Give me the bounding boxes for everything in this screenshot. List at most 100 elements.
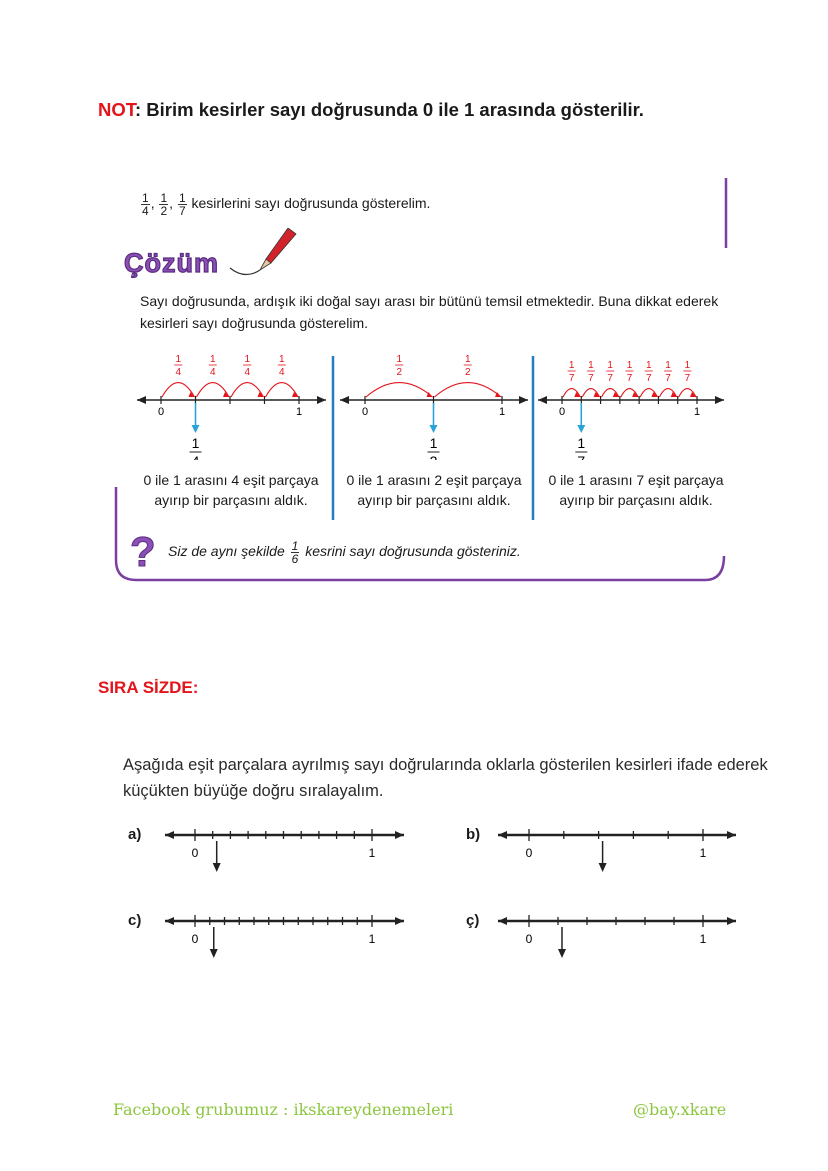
item-label-b: b) bbox=[466, 826, 481, 843]
example-line-1-jump-head bbox=[188, 392, 195, 397]
example-line-1-jump-head bbox=[292, 392, 298, 397]
example-line-3-end-label: 1 bbox=[694, 406, 700, 418]
example-line-3-jump-num: 1 bbox=[627, 360, 633, 371]
example-line-1-jump-num: 1 bbox=[175, 354, 181, 365]
example-line-2-jump-den: 2 bbox=[396, 367, 402, 378]
example-line-3-jump-head bbox=[632, 392, 639, 397]
example-line-2-jump-arc bbox=[365, 382, 433, 398]
example-line-1-arrow-right bbox=[317, 396, 326, 404]
example-line-3-jump-num: 1 bbox=[685, 360, 691, 371]
example-line-1-jump-num: 1 bbox=[279, 354, 285, 365]
example-line-2-arrow-left bbox=[340, 396, 349, 404]
example-line-3-jump-den: 7 bbox=[665, 373, 671, 384]
example-line-1-jump-head bbox=[257, 392, 264, 397]
practice-line-2-start-label: 0 bbox=[526, 846, 533, 860]
example-line-1-answer-num: 1 bbox=[192, 435, 200, 451]
example-number-lines: 14141414011412120112171717171717170117 bbox=[137, 354, 724, 460]
example-line-1-jump-arc bbox=[230, 382, 264, 398]
cozum-badge: Çözüm bbox=[123, 228, 297, 279]
example-line-1-jump-arc bbox=[161, 382, 195, 398]
example-line-3-jump-arc bbox=[620, 387, 639, 398]
example-line-3-arrow-right bbox=[715, 396, 724, 404]
practice-line-4-pointer-head bbox=[558, 949, 566, 958]
example-line-2-arrow-right bbox=[519, 396, 528, 404]
example-line-3-jump-den: 7 bbox=[627, 373, 633, 384]
pencil-icon bbox=[259, 228, 297, 271]
example-line-3-arrow-left bbox=[538, 396, 547, 404]
example-line-1-jump-arc bbox=[265, 382, 299, 398]
caption-quarters: 0 ile 1 arasını 4 eşit parçaya ayırıp bi… bbox=[143, 472, 319, 508]
example-line-3-jump-den: 7 bbox=[607, 373, 613, 384]
example-line-1-start-label: 0 bbox=[158, 406, 164, 418]
example-line-1-jump-head bbox=[223, 392, 229, 397]
note-label: NOT bbox=[98, 99, 135, 120]
example-line-1-answer-head bbox=[191, 425, 200, 433]
item-label-cc: ç) bbox=[466, 912, 480, 929]
caption-sevenths: 0 ile 1 arasını 7 eşit parçaya ayırıp bi… bbox=[548, 472, 724, 508]
example-line-1-jump-den: 4 bbox=[175, 367, 181, 378]
practice-line-3-arrow-left bbox=[165, 917, 174, 925]
example-line-3-jump-num: 1 bbox=[665, 360, 671, 371]
example-line-1-arrow-left bbox=[137, 396, 146, 404]
example-line-3-jump-arc bbox=[678, 387, 697, 398]
practice-line-2-arrow-left bbox=[498, 831, 507, 839]
practice-line-4-start-label: 0 bbox=[526, 932, 533, 946]
practice-line-2-pointer-head bbox=[598, 863, 607, 872]
example-line-1-jump-den: 4 bbox=[210, 367, 216, 378]
example-line-3-jump-arc bbox=[601, 387, 620, 398]
example-line-3-answer-num: 1 bbox=[577, 435, 585, 451]
footer-handle: @bay.xkare bbox=[633, 1100, 727, 1119]
example-line-1-answer-den: 4 bbox=[192, 453, 200, 460]
svg-text:?: ? bbox=[130, 528, 156, 572]
practice-instruction: Aşağıda eşit parçalara ayrılmış sayı doğ… bbox=[123, 756, 768, 800]
example-line-1-jump-num: 1 bbox=[210, 354, 216, 365]
practice-line-3-arrow-right bbox=[395, 917, 404, 925]
practice-line-1-start-label: 0 bbox=[192, 846, 199, 860]
example-line-3-jump-den: 7 bbox=[646, 373, 652, 384]
item-label-a: a) bbox=[128, 826, 142, 843]
example-line-1-jump-den: 4 bbox=[279, 367, 285, 378]
frame-bottom-border bbox=[114, 487, 726, 582]
practice-line-1-arrow-left bbox=[165, 831, 174, 839]
pencil-line bbox=[229, 267, 261, 276]
example-line-1-jump-arc bbox=[196, 382, 230, 398]
example-line-2-jump-arc bbox=[434, 382, 502, 398]
example-line-3-start-label: 0 bbox=[559, 406, 565, 418]
example-line-3-jump-arc bbox=[562, 387, 581, 398]
example-line-2-jump-num: 1 bbox=[465, 354, 471, 365]
item-label-c: c) bbox=[128, 912, 142, 929]
example-line-1-jump-den: 4 bbox=[244, 367, 250, 378]
practice-line-1-arrow-right bbox=[395, 831, 404, 839]
example-line-2-jump-head bbox=[426, 392, 433, 397]
example-line-3-jump-head bbox=[670, 392, 677, 397]
example-line-3-jump-den: 7 bbox=[685, 373, 691, 384]
example-line-2-jump-num: 1 bbox=[396, 354, 402, 365]
practice-line-4-end-label: 1 bbox=[700, 932, 707, 946]
cozum-text: Çözüm bbox=[124, 248, 219, 278]
example-line-1-end-label: 1 bbox=[296, 406, 302, 418]
practice-line-3-pointer-head bbox=[209, 949, 218, 958]
example-line-2-jump-den: 2 bbox=[465, 367, 471, 378]
example-line-3-jump-arc bbox=[581, 387, 601, 398]
example-line-2-answer-den: 2 bbox=[430, 453, 438, 460]
example-line-2-answer-head bbox=[429, 425, 438, 433]
example-line-3-jump-arc bbox=[639, 387, 658, 398]
example-line-3-jump-head bbox=[593, 392, 600, 397]
explanation: Sayı doğrusunda, ardışık iki doğal sayı … bbox=[140, 293, 719, 331]
example-line-3-answer-den: 7 bbox=[577, 453, 585, 460]
example-line-3-jump-den: 7 bbox=[569, 373, 575, 384]
practice-line-2-arrow-right bbox=[727, 831, 736, 839]
practice-line-2-end-label: 1 bbox=[700, 846, 707, 860]
example-line-1-jump-num: 1 bbox=[244, 354, 250, 365]
practice-line-1-end-label: 1 bbox=[369, 846, 376, 860]
example-line-3-jump-head bbox=[612, 392, 619, 397]
example-line-3-answer-head bbox=[577, 425, 586, 433]
example-line-3-jump-den: 7 bbox=[588, 373, 594, 384]
practice-line-3-start-label: 0 bbox=[192, 932, 199, 946]
example-line-3-jump-head bbox=[690, 392, 696, 397]
